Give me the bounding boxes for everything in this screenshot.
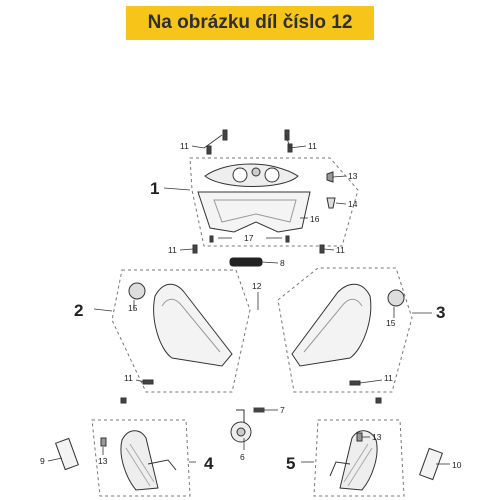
callout-3: 3 bbox=[436, 303, 445, 322]
callout-13-top: 13 bbox=[348, 171, 358, 181]
upper-lamp-housing bbox=[204, 163, 299, 187]
right-headlight-group bbox=[277, 267, 413, 393]
left-bulb-15 bbox=[128, 282, 146, 300]
callout-2: 2 bbox=[74, 301, 83, 320]
lamp-reflector-center bbox=[251, 167, 261, 177]
lamp-reflector-left bbox=[232, 167, 248, 183]
right-clip-13 bbox=[356, 432, 363, 442]
bulb-socket-14 bbox=[326, 197, 336, 209]
callout-11-mid-right: 11 bbox=[336, 245, 345, 255]
group-outline bbox=[277, 267, 413, 393]
callout-5: 5 bbox=[286, 454, 295, 473]
front-cover bbox=[197, 191, 311, 233]
left-clip-13 bbox=[100, 437, 107, 447]
horn-screw-7 bbox=[253, 407, 265, 413]
callout-9: 9 bbox=[40, 456, 45, 466]
left-indicator-group bbox=[54, 419, 191, 497]
page-banner: Na obrázku díl číslo 12 bbox=[126, 6, 374, 40]
left-indicator-wire bbox=[147, 459, 177, 471]
right-reflector-10 bbox=[418, 447, 444, 481]
right-indicator-lens bbox=[339, 430, 378, 491]
callout-14: 14 bbox=[348, 199, 358, 209]
group-outline bbox=[313, 419, 405, 497]
callout-10: 10 bbox=[452, 460, 462, 470]
callout-15-left: 15 bbox=[128, 303, 138, 313]
callout-13-left: 13 bbox=[98, 456, 108, 466]
callout-17: 17 bbox=[244, 233, 254, 243]
seal-strip bbox=[229, 257, 263, 267]
callout-11-low-right: 11 bbox=[384, 373, 393, 383]
left-indicator-lens bbox=[120, 430, 159, 491]
top-screws bbox=[192, 129, 325, 254]
horn-assembly bbox=[230, 407, 265, 443]
top-headlight-group bbox=[189, 157, 359, 247]
group-outline bbox=[111, 269, 251, 393]
callout-1: 1 bbox=[150, 179, 159, 198]
right-indicator-wire bbox=[329, 461, 351, 477]
group-outline bbox=[91, 419, 191, 497]
group-outline bbox=[189, 157, 359, 247]
callout-12: 12 bbox=[252, 281, 262, 291]
callout-11-top-left: 11 bbox=[180, 141, 189, 151]
lamp-reflector-right bbox=[264, 167, 280, 183]
left-headlight-group bbox=[111, 269, 251, 393]
callout-6: 6 bbox=[240, 452, 245, 462]
callout-15-right: 15 bbox=[386, 318, 396, 328]
left-reflector-9 bbox=[54, 437, 80, 471]
callout-7: 7 bbox=[280, 405, 285, 415]
callout-8: 8 bbox=[280, 258, 285, 268]
callout-4: 4 bbox=[204, 454, 214, 473]
horn-bracket bbox=[236, 409, 245, 426]
leader-lines bbox=[47, 134, 450, 465]
callout-11-low-left: 11 bbox=[124, 373, 133, 383]
callout-11-mid-left: 11 bbox=[168, 245, 177, 255]
left-headlight-lens bbox=[153, 283, 233, 367]
callout-16: 16 bbox=[310, 214, 320, 224]
callout-13-right: 13 bbox=[372, 432, 382, 442]
callout-labels: 1 2 3 4 5 6 7 8 9 10 11 11 11 11 11 11 1… bbox=[40, 141, 462, 473]
clip-13 bbox=[326, 171, 334, 183]
right-bulb-15 bbox=[387, 289, 405, 307]
right-indicator-group bbox=[313, 419, 444, 497]
callout-11-top-right: 11 bbox=[308, 141, 317, 151]
right-headlight-lens bbox=[291, 283, 372, 367]
